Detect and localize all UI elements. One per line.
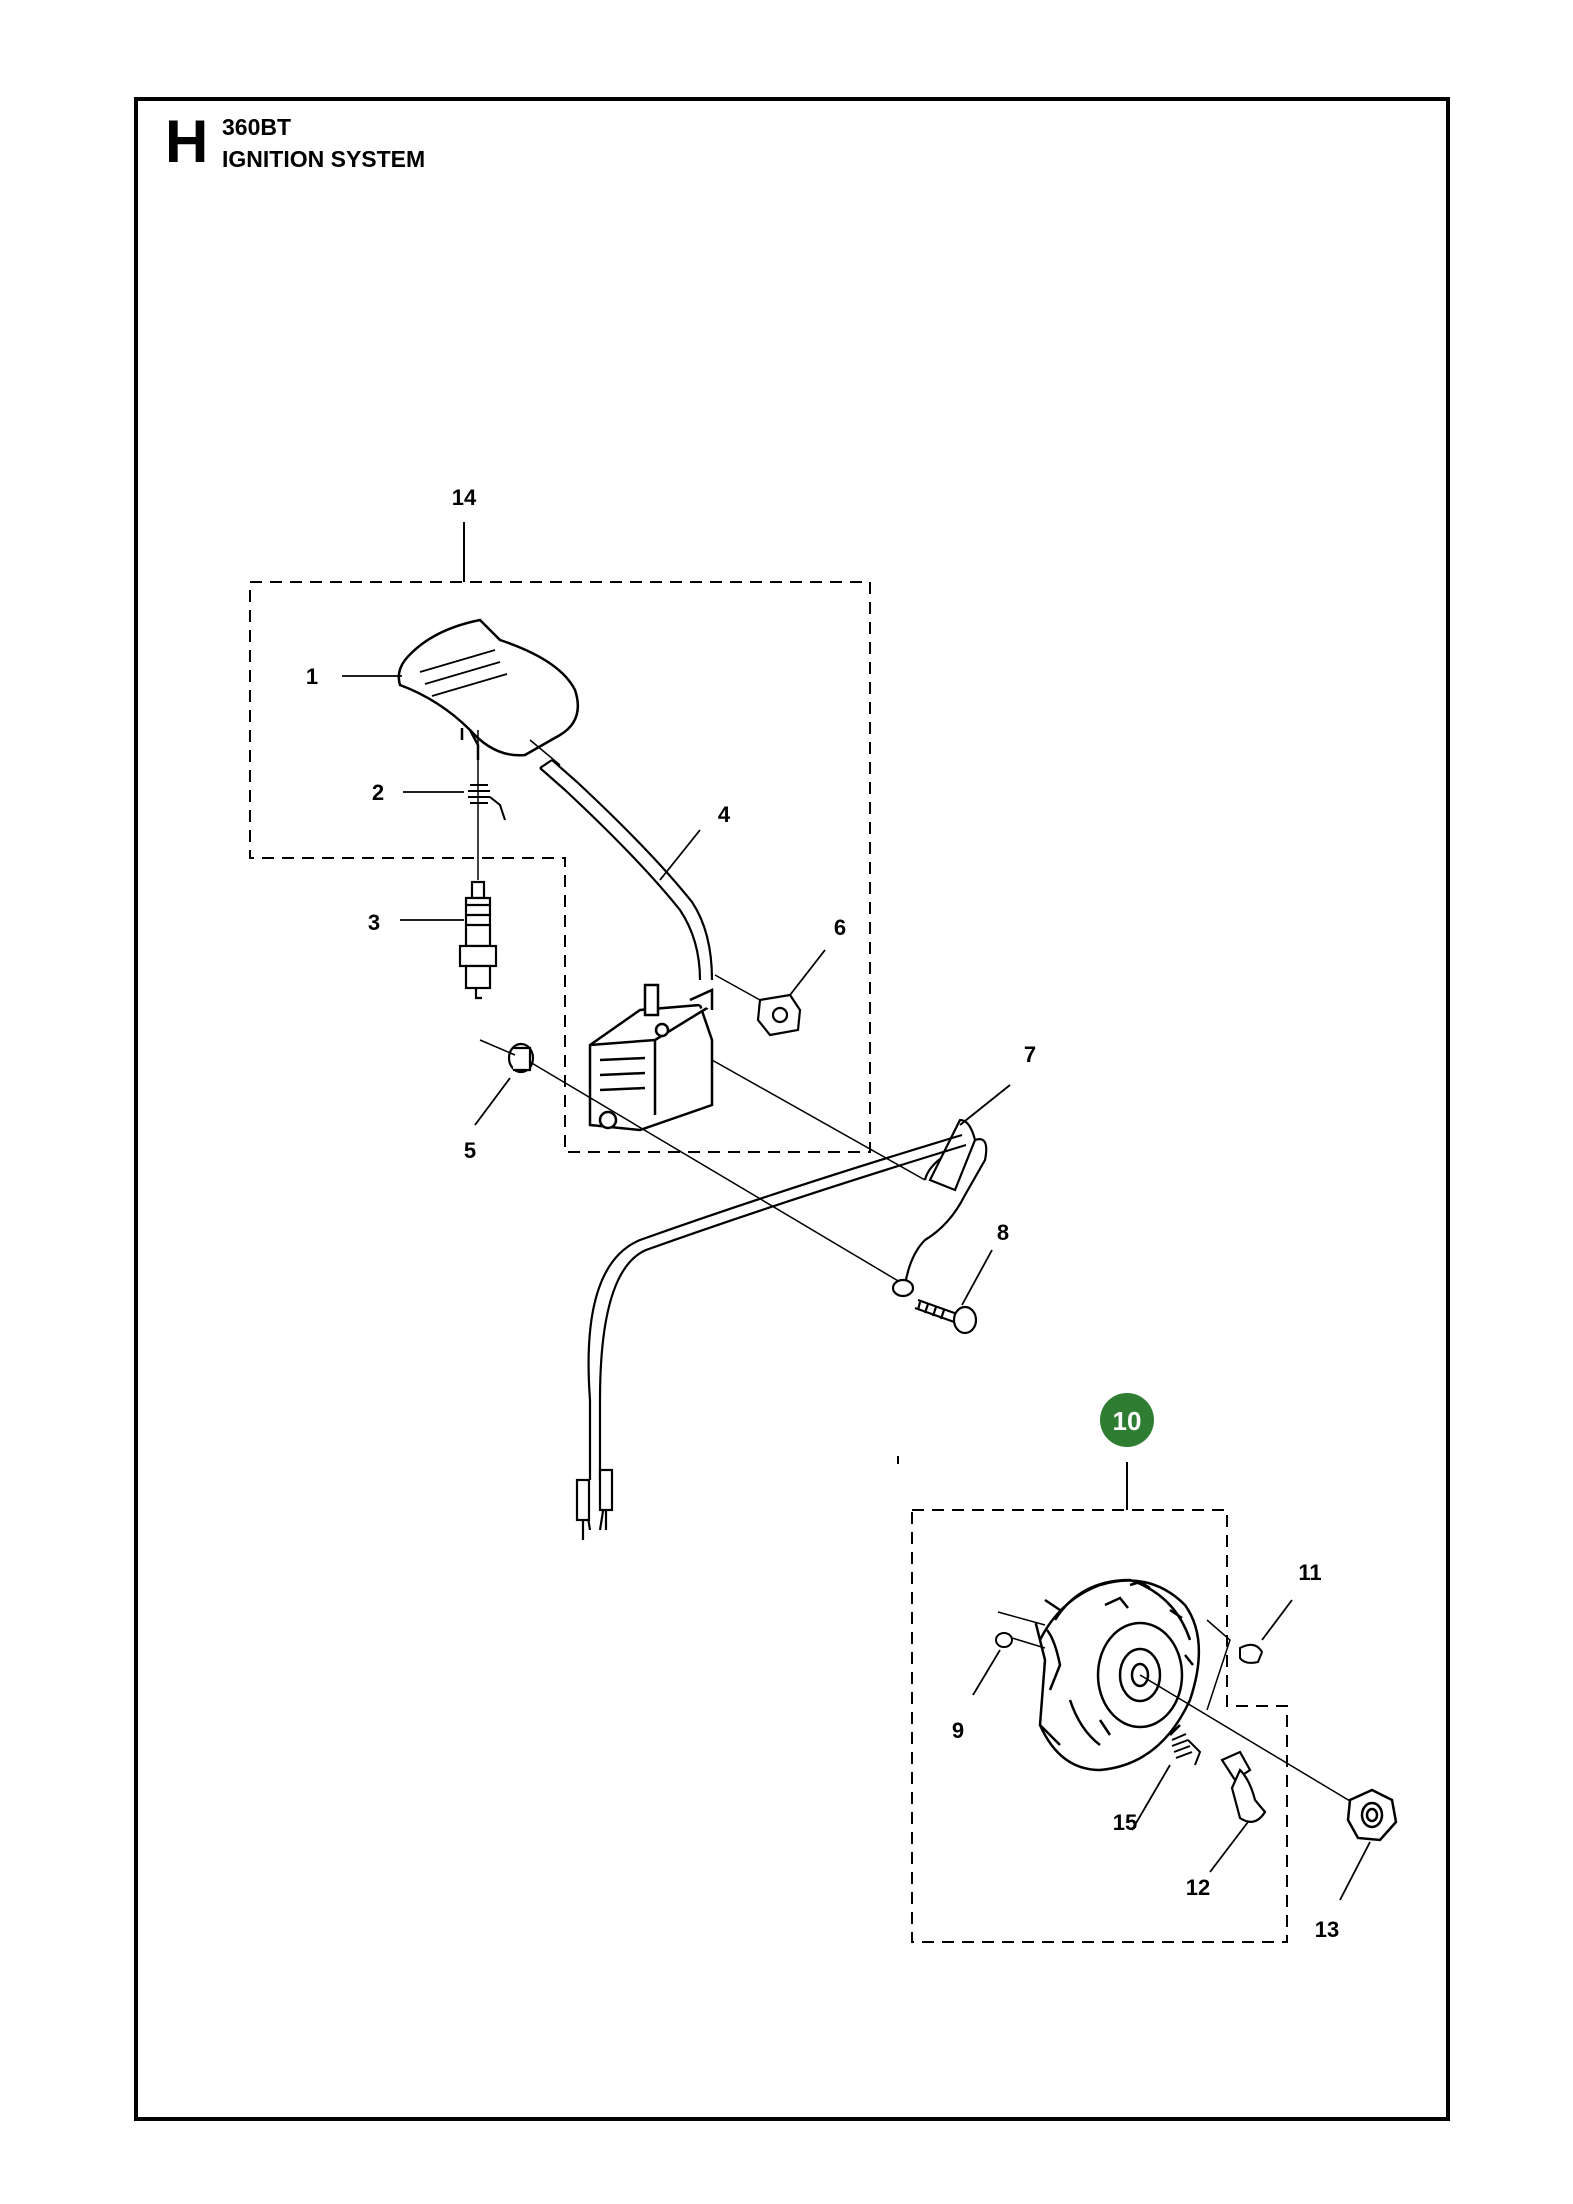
leader-line-13 — [1339, 1841, 1371, 1901]
callout-11: 11 — [1298, 1560, 1321, 1585]
group-boundary-10 — [911, 1509, 1288, 1943]
part-6-clamp — [756, 993, 802, 1037]
callout-14: 14 — [452, 485, 477, 510]
callout-1: 1 — [306, 664, 318, 689]
part-9-pin — [995, 1632, 1013, 1648]
callout-15: 15 — [1113, 1810, 1137, 1835]
section-title: IGNITION SYSTEM — [222, 146, 426, 172]
part-2-spring — [468, 784, 506, 821]
leader-line-8 — [961, 1249, 993, 1306]
part-5-sleeve — [507, 1042, 535, 1074]
part-1-cover — [397, 618, 580, 760]
part-3-spark-plug — [458, 880, 498, 1000]
model-name: 360BT — [222, 114, 292, 140]
leader-line-7 — [959, 1084, 1011, 1126]
leader-line-4 — [659, 829, 701, 881]
leader-line-9 — [972, 1649, 1001, 1696]
ignition-module — [588, 983, 714, 1132]
part-12-pawl — [1220, 1750, 1267, 1823]
callout-3: 3 — [368, 910, 380, 935]
leader-line-6 — [789, 949, 826, 996]
callout-10-badge — [1100, 1393, 1154, 1447]
part-15-spring — [1171, 1733, 1202, 1766]
part-4-ignition-lead — [539, 759, 714, 981]
callout-9: 9 — [952, 1718, 964, 1743]
callout-6: 6 — [834, 915, 846, 940]
group-boundary-14 — [249, 581, 871, 1153]
callout-7: 7 — [1024, 1042, 1036, 1067]
flywheel — [1034, 1578, 1201, 1772]
part-7-stop-cable — [575, 1118, 988, 1540]
section-letter: H — [165, 108, 209, 175]
part-13-nut — [1346, 1788, 1398, 1842]
page-frame — [134, 97, 1450, 2121]
leader-line-12 — [1209, 1821, 1249, 1873]
leader-line-11 — [1261, 1599, 1293, 1641]
part-8-screw — [891, 1278, 978, 1335]
callout-8: 8 — [997, 1220, 1009, 1245]
callout-2: 2 — [372, 780, 384, 805]
callout-12: 12 — [1186, 1875, 1210, 1900]
callout-13: 13 — [1315, 1917, 1339, 1942]
leader-line-15 — [1131, 1764, 1171, 1831]
callout-4: 4 — [718, 802, 731, 827]
leader-line-5 — [474, 1077, 511, 1126]
part-11-key — [1239, 1643, 1264, 1664]
callout-10: 10 — [1113, 1406, 1142, 1436]
callout-5: 5 — [464, 1138, 476, 1163]
